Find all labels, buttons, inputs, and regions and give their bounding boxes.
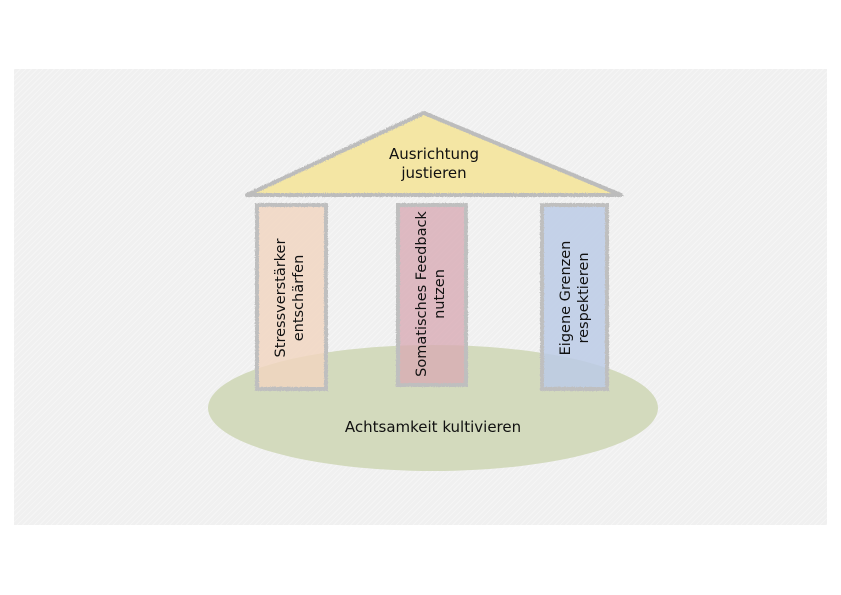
base-label: Achtsamkeit kultivieren: [344, 418, 522, 436]
pillar-3-label: Eigene Grenzen respektieren: [555, 198, 595, 398]
pillar-1-label-line-2: entschärfen: [291, 254, 307, 342]
roof-label-line-2: justieren: [401, 164, 467, 182]
pillar-1: [255, 203, 328, 391]
pillar-3-label-line-1: Eigene Grenzen: [558, 240, 574, 356]
pillar-2-label-line-2: nutzen: [432, 269, 448, 319]
roof-triangle: [245, 111, 623, 197]
pillar-3-label-line-2: respektieren: [576, 252, 592, 344]
pillar-1-label: Stressverstärker entschärfen: [270, 198, 310, 398]
pillar-3: [540, 203, 609, 391]
pillar-2-label: Somatisches Feedback nutzen: [411, 194, 451, 394]
roof-label-line-1: Ausrichtung: [388, 145, 480, 163]
pillar-1-label-line-1: Stressverstärker: [273, 238, 289, 358]
pillar-2-label-line-1: Somatisches Feedback: [414, 211, 430, 377]
pillar-2: [396, 203, 468, 387]
roof-label: Ausrichtung justieren: [334, 145, 534, 183]
